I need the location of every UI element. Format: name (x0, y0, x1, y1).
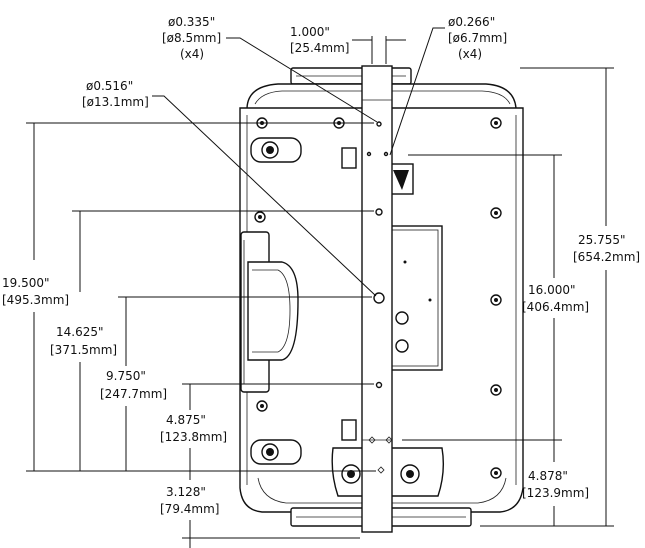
screw-right-4 (490, 384, 502, 396)
screw-left-2 (254, 211, 266, 223)
screw-right-2 (490, 207, 502, 219)
dim-3128-mm-label: [79.4mm] (160, 502, 219, 516)
logo-badge (388, 163, 414, 195)
bar-hole-1 (376, 121, 382, 127)
dim-4878-mm-label: [123.9mm] (522, 486, 589, 500)
carry-handle (240, 231, 299, 393)
dim-19500-in-label: 19.500" (2, 276, 50, 290)
screw-bottom-right (490, 467, 502, 479)
hole-0516-in-label: ø0.516" (86, 79, 133, 93)
hole-0335-mm-label: [ø8.5mm] (162, 31, 221, 45)
dim-14625-in-label: 14.625" (56, 325, 104, 339)
bar-hole-3 (373, 292, 385, 304)
label-plate-bottom (341, 419, 357, 441)
hole-0516-mm-label: [ø13.1mm] (82, 95, 149, 109)
top-callouts (152, 27, 445, 297)
screw-right-3 (490, 294, 502, 306)
hole-0335-in-label: ø0.335" (168, 15, 215, 29)
right-dimensions (402, 67, 614, 527)
hole-0266-mm-label: [ø6.7mm] (448, 31, 507, 45)
dim-16000-in-label: 16.000" (528, 283, 576, 297)
bar-hole-4 (375, 381, 383, 389)
left-dimensions (26, 122, 376, 548)
dim-3128-in-label: 3.128" (166, 485, 206, 499)
spacing-1000-mm-label: [25.4mm] (290, 41, 349, 55)
dim-9750-in-label: 9.750" (106, 369, 146, 383)
hole-0335-qty-label: (x4) (180, 47, 204, 61)
dim-19500-mm-label: [495.3mm] (2, 293, 69, 307)
hole-0266-in-label: ø0.266" (448, 15, 495, 29)
dim-4878-in-label: 4.878" (528, 469, 568, 483)
dim-16000-mm-label: [406.4mm] (522, 300, 589, 314)
dim-4875-in-label: 4.875" (166, 413, 206, 427)
screw-top-right (490, 117, 502, 129)
dim-9750-mm-label: [247.7mm] (100, 387, 167, 401)
screw-left-3 (256, 400, 268, 412)
label-plate-top (341, 147, 357, 169)
dim-14625-mm-label: [371.5mm] (50, 343, 117, 357)
dim-4875-mm-label: [123.8mm] (160, 430, 227, 444)
input-panel (387, 225, 443, 371)
latch-bottom (250, 439, 302, 465)
dim-25755-mm-label: [654.2mm] (573, 250, 640, 264)
latch-top (250, 137, 302, 163)
dimension-labels: ø0.335" [ø8.5mm] (x4) 1.000" [25.4mm] ø0… (2, 15, 640, 516)
hole-0266-qty-label: (x4) (458, 47, 482, 61)
bar-hole-2 (375, 208, 383, 216)
spacing-1000-in-label: 1.000" (290, 25, 330, 39)
mounting-bar (361, 65, 393, 533)
dim-25755-in-label: 25.755" (578, 233, 626, 247)
